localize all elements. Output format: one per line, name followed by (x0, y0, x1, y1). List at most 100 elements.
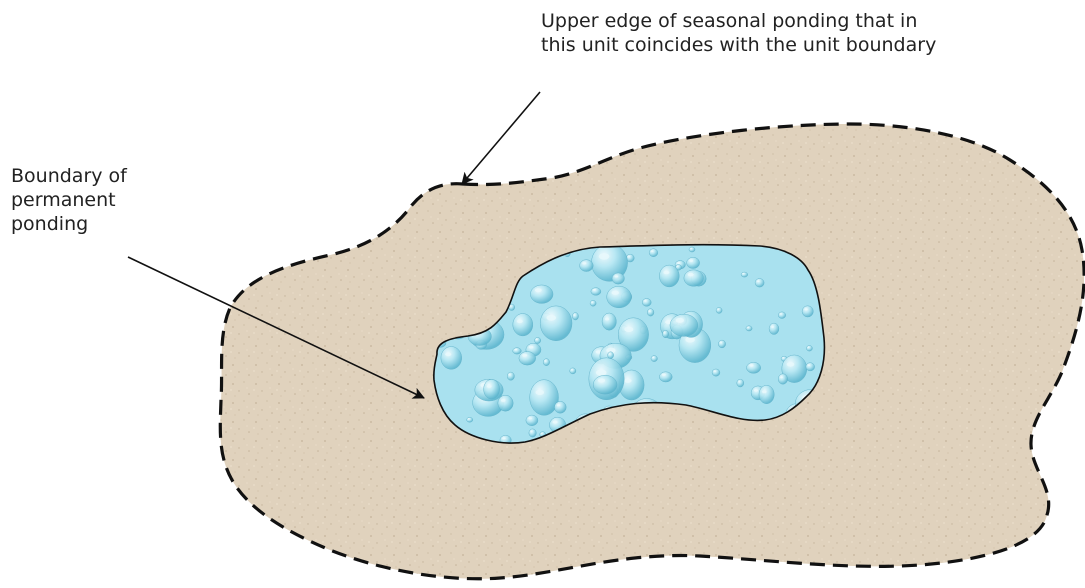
water-droplet-highlight (598, 378, 605, 382)
water-droplet-highlight (762, 390, 767, 393)
water-droplet (806, 363, 815, 371)
water-droplet (608, 352, 614, 359)
water-droplet (535, 337, 541, 343)
water-droplet-highlight (651, 250, 654, 252)
water-droplet-highlight (780, 313, 782, 314)
water-droplet (659, 372, 672, 382)
water-droplet-highlight (609, 354, 611, 355)
water-droplet-highlight (509, 374, 511, 375)
water-droplet (712, 369, 720, 376)
water-droplet-highlight (649, 311, 651, 312)
water-droplet (778, 312, 785, 319)
water-droplet-highlight (738, 381, 740, 382)
water-droplet-highlight (547, 315, 557, 321)
water-droplet-highlight (510, 306, 512, 307)
water-droplet (530, 380, 559, 416)
water-droplet-highlight (517, 320, 523, 324)
seasonal-ponding-label-line-1: Upper edge of seasonal ponding that in (541, 9, 936, 33)
water-droplet (530, 285, 553, 303)
water-droplet (612, 273, 624, 284)
water-droplet-highlight (535, 288, 542, 292)
water-droplet (519, 352, 536, 366)
water-droplet (746, 326, 752, 331)
water-droplet (591, 288, 601, 296)
water-droplet-highlight (663, 271, 669, 275)
seasonal-ponding-label: Upper edge of seasonal ponding that in t… (541, 9, 936, 57)
water-droplet-highlight (677, 266, 679, 267)
water-droplet (759, 385, 774, 403)
water-droplet-highlight (782, 357, 784, 358)
water-droplet (467, 417, 473, 422)
water-droplet (741, 272, 748, 277)
permanent-ponding-label: Boundary of permanent ponding (11, 164, 127, 236)
water-droplet-highlight (541, 433, 543, 434)
water-droplet (526, 415, 538, 426)
water-droplet-highlight (501, 399, 506, 402)
water-droplet-highlight (529, 346, 534, 349)
water-droplet (580, 260, 594, 272)
water-droplet (687, 257, 700, 268)
water-droplet (737, 379, 744, 387)
water-droplet-highlight (536, 339, 538, 340)
water-droplet-highlight (515, 349, 518, 351)
water-droplet-highlight (787, 362, 795, 367)
water-droplet (651, 356, 657, 362)
water-droplet (747, 362, 761, 373)
water-droplet (540, 306, 572, 341)
seasonal-boundary-arrow (462, 92, 540, 184)
water-droplet (670, 314, 698, 336)
water-droplet (662, 330, 668, 338)
water-droplet-highlight (808, 347, 810, 348)
water-droplet-highlight (749, 364, 753, 367)
water-droplet (513, 314, 533, 336)
water-droplet-highlight (717, 309, 719, 310)
water-droplet (684, 270, 704, 286)
water-droplet-highlight (742, 273, 744, 274)
water-droplet-highlight (553, 421, 558, 424)
water-droplet (647, 309, 654, 316)
water-droplet-highlight (676, 318, 684, 323)
water-droplet-highlight (596, 369, 607, 375)
water-droplet (755, 279, 764, 288)
water-droplet-highlight (614, 275, 618, 277)
water-droplet-highlight (747, 327, 749, 328)
water-droplet-highlight (808, 364, 811, 366)
water-droplet-highlight (780, 377, 783, 379)
water-droplet (593, 375, 617, 394)
water-droplet-highlight (571, 369, 573, 370)
water-droplet (529, 429, 536, 437)
water-droplet-highlight (574, 315, 576, 316)
water-droplet-highlight (599, 253, 610, 260)
water-droplet-highlight (612, 291, 619, 295)
water-droplet (806, 346, 812, 352)
water-droplet-highlight (445, 352, 451, 356)
water-droplet-highlight (771, 326, 774, 328)
water-droplet-highlight (689, 260, 693, 262)
water-droplet-highlight (502, 437, 505, 439)
water-droplet (513, 348, 522, 354)
water-droplet (498, 395, 513, 411)
seasonal-ponding-label-line-2: this unit coincides with the unit bounda… (541, 33, 936, 57)
water-droplet-highlight (557, 404, 561, 406)
water-droplet-highlight (644, 300, 647, 302)
water-droplet (572, 313, 578, 320)
water-droplet-highlight (528, 417, 532, 419)
water-droplet (607, 286, 632, 308)
water-droplet-highlight (522, 354, 527, 357)
water-droplet (570, 368, 576, 374)
permanent-ponding-label-line-2: permanent (11, 188, 127, 212)
water-droplet (441, 347, 462, 370)
water-droplet-highlight (628, 256, 630, 257)
water-droplet-highlight (468, 418, 470, 419)
water-droplet-highlight (624, 327, 633, 332)
water-droplet-highlight (720, 342, 722, 343)
water-droplet-highlight (688, 273, 694, 277)
water-droplet (716, 307, 722, 313)
water-droplet (484, 379, 500, 399)
water-droplet-highlight (754, 389, 758, 391)
water-droplet (642, 299, 651, 307)
water-droplet (718, 340, 725, 348)
water-droplet-highlight (757, 280, 760, 282)
water-droplet-highlight (652, 357, 654, 358)
